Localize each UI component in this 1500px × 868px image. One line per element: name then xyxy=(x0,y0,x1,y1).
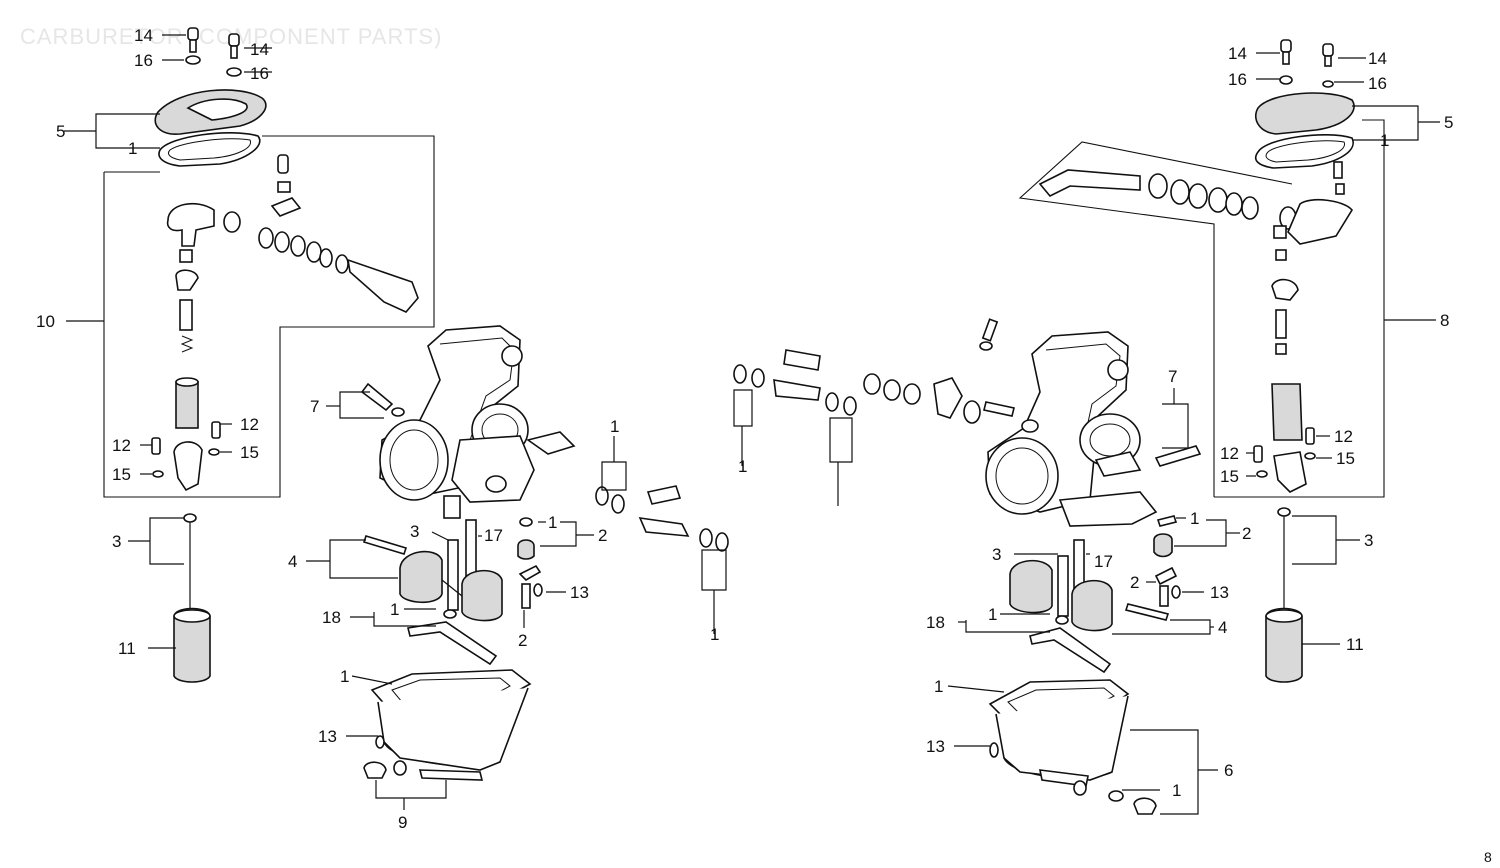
callout-1: 1 xyxy=(610,417,619,436)
callout-12: 12 xyxy=(240,415,259,434)
callout-7: 7 xyxy=(1168,367,1177,386)
callout-1: 1 xyxy=(738,457,747,476)
jet-needle-left xyxy=(183,513,197,610)
screw-14-left-a xyxy=(185,27,201,65)
callout-9: 9 xyxy=(398,813,407,832)
center-parts-right xyxy=(733,318,1015,424)
callout-16: 16 xyxy=(1228,70,1247,89)
callout-18: 18 xyxy=(926,613,945,632)
float-assembly-right xyxy=(1009,559,1170,674)
callout-11: 11 xyxy=(1346,635,1364,654)
float-bowl-right xyxy=(988,679,1157,815)
callout-13: 13 xyxy=(1210,583,1229,602)
callout-15: 15 xyxy=(1336,449,1355,468)
callout-1: 1 xyxy=(1380,131,1389,150)
callout-7: 7 xyxy=(310,397,319,416)
callout-18: 18 xyxy=(322,608,341,627)
callout-10: 10 xyxy=(36,312,55,331)
group-outline-10 xyxy=(103,135,435,498)
leader-lines xyxy=(64,34,1440,815)
callout-1: 1 xyxy=(1172,781,1181,800)
callout-3: 3 xyxy=(410,522,419,541)
carburetor-body-left xyxy=(379,325,576,519)
screw-14-right xyxy=(1279,39,1334,88)
callout-14: 14 xyxy=(1228,44,1247,63)
callout-1: 1 xyxy=(934,677,943,696)
jet-needle-right xyxy=(1277,507,1291,610)
group-outline-8 xyxy=(1214,119,1385,498)
main-jet-parts-left xyxy=(517,517,543,609)
callout-14: 14 xyxy=(250,40,269,59)
carburetor-body-right xyxy=(985,331,1158,527)
center-parts-left xyxy=(595,485,729,552)
top-cover-left xyxy=(154,89,267,135)
callout-labels: 14 16 14 16 5 1 10 7 12 12 15 15 3 3 17 … xyxy=(36,26,1492,865)
screw-12-15-right xyxy=(1253,427,1316,478)
callout-11: 11 xyxy=(118,639,136,658)
top-cover-right xyxy=(1254,92,1355,135)
callout-8: 8 xyxy=(1440,311,1449,330)
callout-12: 12 xyxy=(1334,427,1353,446)
float-bowl-left xyxy=(363,669,532,781)
callout-1: 1 xyxy=(548,513,557,532)
callout-16: 16 xyxy=(134,51,153,70)
callout-2: 2 xyxy=(1130,573,1139,592)
callout-14: 14 xyxy=(1368,49,1387,68)
callout-15: 15 xyxy=(112,465,131,484)
callout-1: 1 xyxy=(710,625,719,644)
callout-4: 4 xyxy=(1218,618,1227,637)
callout-1: 1 xyxy=(340,667,349,686)
callout-15: 15 xyxy=(1220,467,1239,486)
throttle-valve-right xyxy=(1265,607,1303,683)
callout-3: 3 xyxy=(992,545,1001,564)
linkage-parts-left xyxy=(166,154,419,492)
throttle-valve-left xyxy=(173,607,211,683)
callout-4: 4 xyxy=(288,552,297,571)
callout-2: 2 xyxy=(1242,524,1251,543)
callout-6: 6 xyxy=(1224,761,1233,780)
air-screw-7-left xyxy=(360,382,405,417)
top-gasket-left xyxy=(158,132,261,167)
air-screw-7-right xyxy=(1154,445,1202,467)
callout-17: 17 xyxy=(484,526,503,545)
page-number: 8 xyxy=(1484,849,1492,865)
linkage-parts-right xyxy=(1038,161,1353,493)
callout-5: 5 xyxy=(1444,113,1453,132)
callout-13: 13 xyxy=(318,727,337,746)
float-assembly-left xyxy=(362,535,503,666)
callout-12: 12 xyxy=(112,436,131,455)
top-gasket-right xyxy=(1254,134,1354,169)
callout-1: 1 xyxy=(1190,509,1199,528)
screw-12-15-left xyxy=(151,421,221,478)
callout-16: 16 xyxy=(250,64,269,83)
screw-14-left-b xyxy=(226,33,242,77)
main-jet-parts-right xyxy=(1153,515,1181,607)
callout-13: 13 xyxy=(926,737,945,756)
callout-15: 15 xyxy=(240,443,259,462)
callout-14: 14 xyxy=(134,26,153,45)
callout-12: 12 xyxy=(1220,444,1239,463)
group-outline-8-b xyxy=(1018,141,1293,497)
callout-13: 13 xyxy=(570,583,589,602)
callout-2: 2 xyxy=(598,526,607,545)
callout-1: 1 xyxy=(390,600,399,619)
callout-1: 1 xyxy=(988,605,997,624)
callout-16: 16 xyxy=(1368,74,1387,93)
callout-1: 1 xyxy=(128,139,137,158)
callout-17: 17 xyxy=(1094,552,1113,571)
callout-5: 5 xyxy=(56,122,65,141)
callout-2: 2 xyxy=(518,631,527,650)
callout-3: 3 xyxy=(1364,531,1373,550)
callout-3: 3 xyxy=(112,532,121,551)
